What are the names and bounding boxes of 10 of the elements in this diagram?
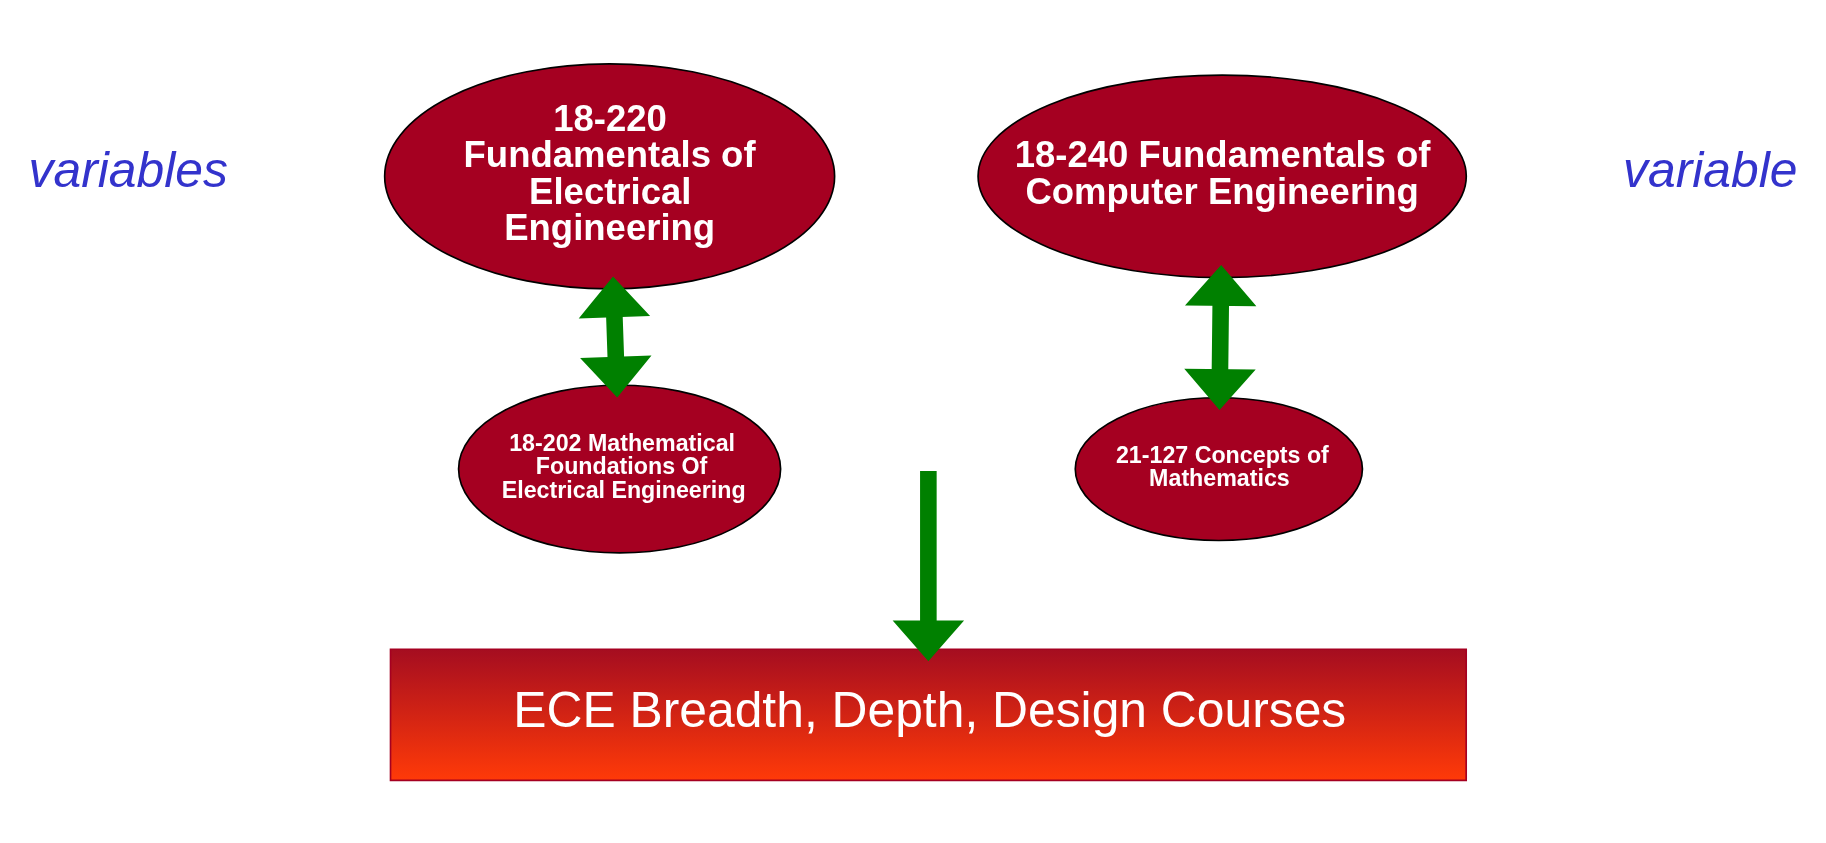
node-ellipse: 21-127 Concepts of Mathematics — [1074, 396, 1364, 541]
arrow — [892, 470, 965, 661]
node-ellipse: 18-220 Fundamentals of Electrical Engineering — [383, 62, 836, 290]
node-box: ECE Breadth, Depth, Design Courses — [389, 647, 1467, 781]
label: variable — [1623, 141, 1798, 198]
arrow — [1184, 264, 1257, 410]
arrow — [578, 275, 652, 398]
node-ellipse: 18-202 Mathematical Foundations Of Electrical Engineering — [457, 383, 782, 554]
label: variables — [28, 141, 228, 198]
node-ellipse: 18-240 Fundamentals of Computer Engineering — [977, 73, 1468, 278]
